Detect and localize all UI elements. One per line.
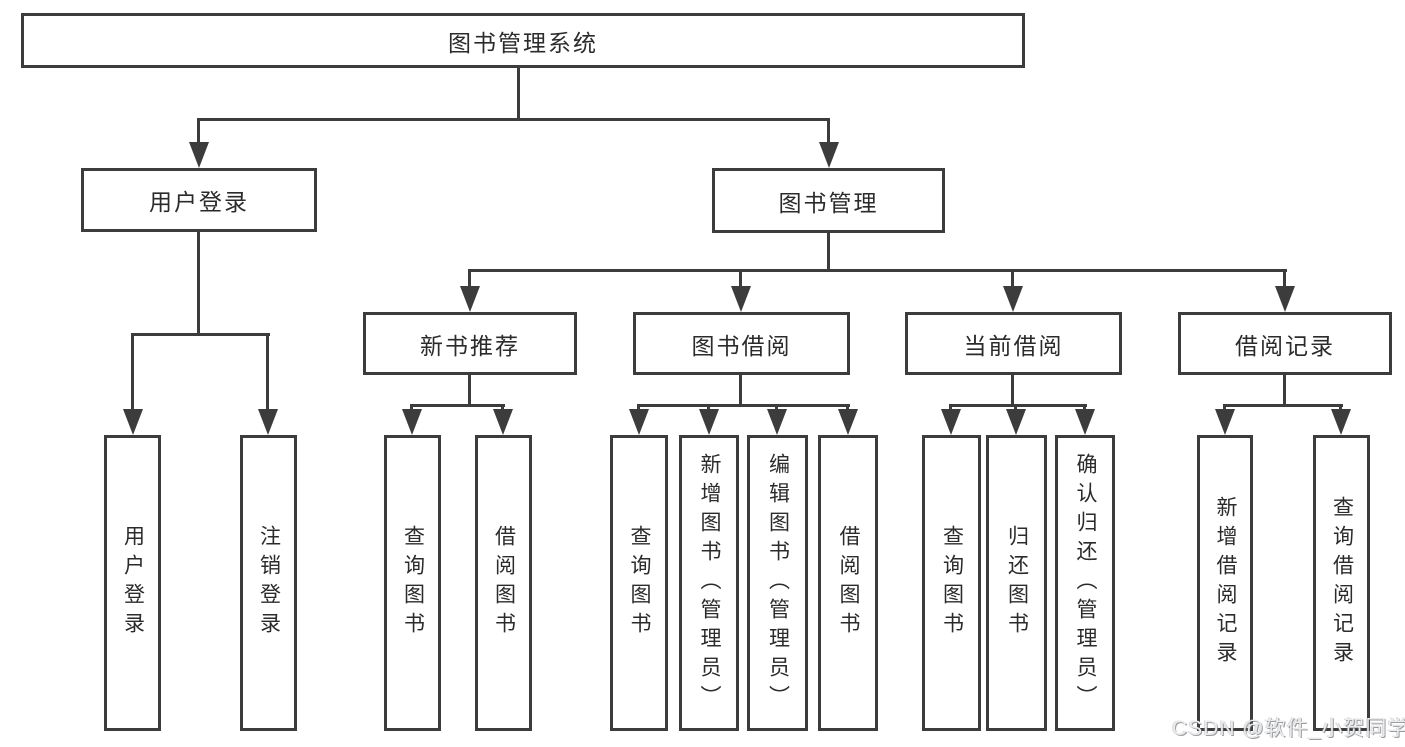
- node-root-label: 图书管理系统: [448, 29, 598, 56]
- arrow-down-icon: [629, 409, 649, 435]
- connector-borrowing-bar: [637, 404, 850, 407]
- node-new-book-recommend-label: 新书推荐: [420, 332, 520, 359]
- leaf-borrowing-add-book-admin-label: 新增图书（管理员）: [698, 452, 721, 714]
- arrow-down-icon: [1215, 409, 1235, 435]
- connector-root-stem: [517, 68, 520, 120]
- arrow-down-icon: [767, 409, 787, 435]
- connector-drop-book-management: [827, 118, 830, 148]
- connector-drop-user-login: [197, 118, 200, 148]
- connector-records-bar: [1223, 404, 1343, 407]
- connector-userlogin-bar: [131, 333, 270, 336]
- arrow-down-icon: [123, 409, 143, 435]
- connector-bookmgmt-stem: [827, 233, 830, 271]
- leaf-current-confirm-return-admin-label: 确认归还（管理员）: [1074, 452, 1097, 714]
- arrow-down-icon: [819, 142, 839, 168]
- node-borrow-records: 借阅记录: [1178, 312, 1392, 375]
- connector-newbook-bar: [410, 404, 505, 407]
- connector-newbook-stem: [468, 375, 471, 407]
- leaf-borrowing-edit-book-admin: 编辑图书（管理员）: [747, 435, 808, 731]
- connector-records-stem: [1283, 375, 1286, 407]
- leaf-newbook-borrow-books-label: 借阅图书: [492, 525, 516, 641]
- connector-drop-level3: [739, 269, 742, 291]
- arrow-down-icon: [189, 142, 209, 168]
- arrow-down-icon: [699, 409, 719, 435]
- leaf-borrowing-edit-book-admin-label: 编辑图书（管理员）: [766, 452, 790, 714]
- arrow-down-icon: [1275, 286, 1295, 312]
- arrow-down-icon: [731, 286, 751, 312]
- leaf-records-add-record: 新增借阅记录: [1197, 435, 1253, 731]
- leaf-borrowing-add-book-admin: 新增图书（管理员）: [679, 435, 739, 731]
- arrow-down-icon: [460, 286, 480, 312]
- node-book-management: 图书管理: [712, 168, 945, 233]
- leaf-borrowing-query-books-label: 查询图书: [628, 525, 651, 641]
- leaf-current-query-books-label: 查询图书: [940, 525, 964, 641]
- connector-root-bar: [197, 118, 830, 121]
- leaf-newbook-query-books-label: 查询图书: [401, 525, 425, 641]
- connector-current-bar: [949, 404, 1087, 407]
- arrow-down-icon: [402, 409, 422, 435]
- leaf-current-return-books-label: 归还图书: [1005, 525, 1029, 641]
- leaf-records-add-record-label: 新增借阅记录: [1214, 496, 1237, 670]
- leaf-user-login-label: 用户登录: [121, 525, 145, 641]
- leaf-current-query-books: 查询图书: [922, 435, 981, 731]
- connector-drop-leaf: [131, 333, 134, 413]
- connector-current-stem: [1011, 375, 1014, 407]
- connector-drop-level3: [1283, 269, 1286, 291]
- arrow-down-icon: [941, 409, 961, 435]
- csdn-watermark: CSDN @软件_小贺同学: [1172, 717, 1405, 740]
- leaf-newbook-borrow-books: 借阅图书: [475, 435, 532, 731]
- node-user-login: 用户登录: [81, 168, 317, 232]
- leaf-current-confirm-return-admin: 确认归还（管理员）: [1055, 435, 1115, 731]
- arrow-down-icon: [838, 409, 858, 435]
- arrow-down-icon: [258, 409, 278, 435]
- leaf-user-login: 用户登录: [104, 435, 161, 731]
- connector-drop-leaf: [266, 333, 269, 413]
- leaf-logout-login-label: 注销登录: [257, 525, 281, 641]
- node-current-borrowing: 当前借阅: [905, 312, 1122, 375]
- node-borrow-records-label: 借阅记录: [1235, 332, 1335, 359]
- arrow-down-icon: [1006, 409, 1026, 435]
- connector-drop-level3: [468, 269, 471, 291]
- arrow-down-icon: [1075, 409, 1095, 435]
- leaf-borrowing-borrow-books: 借阅图书: [818, 435, 878, 731]
- connector-level3-bar: [468, 269, 1287, 272]
- connector-borrowing-stem: [739, 375, 742, 407]
- connector-userlogin-stem: [197, 232, 200, 335]
- node-user-login-label: 用户登录: [149, 189, 249, 215]
- leaf-borrowing-borrow-books-label: 借阅图书: [837, 525, 860, 641]
- leaf-logout-login: 注销登录: [240, 435, 297, 731]
- node-book-borrowing-label: 图书借阅: [691, 332, 792, 359]
- leaf-current-return-books: 归还图书: [986, 435, 1047, 731]
- leaf-borrowing-query-books: 查询图书: [610, 435, 668, 731]
- leaf-records-query-record: 查询借阅记录: [1313, 435, 1370, 731]
- node-current-borrowing-label: 当前借阅: [963, 332, 1064, 359]
- arrow-down-icon: [493, 409, 513, 435]
- leaf-records-query-record-label: 查询借阅记录: [1330, 496, 1354, 670]
- arrow-down-icon: [1003, 286, 1023, 312]
- node-book-borrowing: 图书借阅: [633, 312, 850, 375]
- node-root-system: 图书管理系统: [21, 13, 1025, 68]
- connector-drop-level3: [1011, 269, 1014, 291]
- leaf-newbook-query-books: 查询图书: [384, 435, 441, 731]
- node-book-management-label: 图书管理: [778, 189, 879, 216]
- arrow-down-icon: [1331, 409, 1351, 435]
- node-new-book-recommend: 新书推荐: [363, 312, 577, 375]
